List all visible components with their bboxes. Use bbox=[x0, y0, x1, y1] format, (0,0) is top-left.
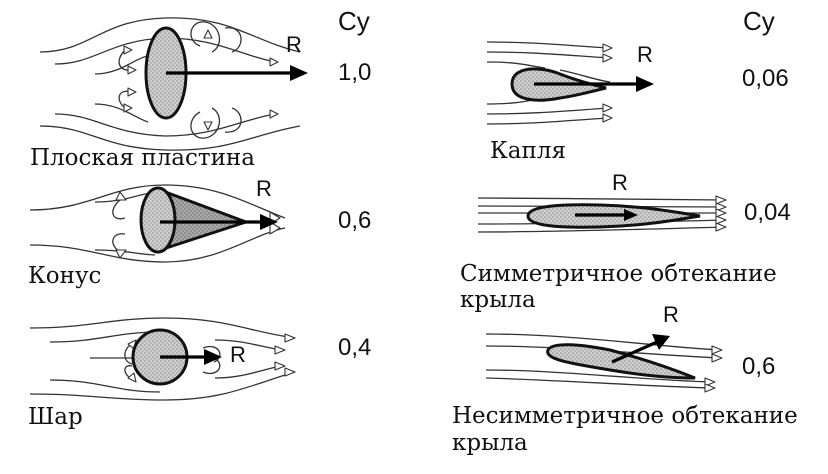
drop-force-label: R bbox=[637, 42, 653, 67]
sphere-arrowhead bbox=[204, 349, 222, 365]
sphere-label: Шар bbox=[28, 404, 83, 430]
wing-sym-figure: R 0,04 Симметричное обтекание крыла bbox=[460, 170, 791, 313]
cone-figure: R 0,6 Конус bbox=[28, 176, 371, 289]
flat-plate-label: Плоская пластина bbox=[30, 145, 255, 171]
drop-streamlines bbox=[486, 41, 613, 125]
cone-label: Конус bbox=[28, 263, 101, 289]
cone-arrowhead bbox=[260, 214, 278, 230]
sphere-cy-value: 0,4 bbox=[338, 334, 371, 361]
wing-asym-label-line2: крыла bbox=[452, 430, 528, 456]
wing-sym-cy-value: 0,04 bbox=[744, 199, 791, 226]
wing-asym-arrowhead bbox=[652, 334, 670, 350]
cy-header-left: Cy bbox=[338, 6, 370, 36]
cone-cy-value: 0,6 bbox=[338, 207, 371, 234]
sphere-figure: R 0,4 Шар bbox=[28, 317, 371, 430]
sphere-force-label: R bbox=[230, 342, 246, 367]
wing-asym-figure: R 0,6 Несимметричное обтекание крыла bbox=[452, 302, 798, 456]
sphere-streamlines bbox=[29, 317, 296, 401]
flat-plate-cy-value: 1,0 bbox=[338, 59, 371, 86]
flat-plate-force-label: R bbox=[286, 32, 302, 57]
cone-body-base bbox=[139, 186, 177, 254]
wing-asym-force-arrow bbox=[611, 340, 658, 364]
drop-arrowhead bbox=[636, 76, 654, 92]
drop-label: Капля bbox=[490, 138, 566, 164]
cone-streamlines bbox=[29, 184, 286, 263]
wing-sym-label-line2: крыла bbox=[460, 287, 536, 313]
wing-sym-arrowhead bbox=[624, 209, 638, 221]
flat-plate-streamlines bbox=[39, 17, 301, 151]
wing-asym-streamlines bbox=[485, 333, 723, 393]
flat-plate-arrowhead bbox=[290, 65, 308, 81]
drop-figure: R 0,06 Капля bbox=[486, 41, 789, 164]
wing-asym-body bbox=[546, 343, 696, 380]
cone-force-label: R bbox=[256, 176, 272, 201]
wing-asym-cy-value: 0,6 bbox=[742, 353, 775, 380]
wing-asym-label-line1: Несимметричное обтекание bbox=[452, 403, 798, 429]
cy-header-right: Cy bbox=[743, 6, 775, 36]
drop-cy-value: 0,06 bbox=[742, 65, 789, 92]
wing-asym-force-label: R bbox=[663, 302, 679, 327]
wing-sym-force-label: R bbox=[612, 170, 628, 195]
wing-sym-label-line1: Симметричное обтекание bbox=[460, 261, 777, 287]
flat-plate-figure: R 1,0 Плоская пластина bbox=[30, 17, 371, 171]
